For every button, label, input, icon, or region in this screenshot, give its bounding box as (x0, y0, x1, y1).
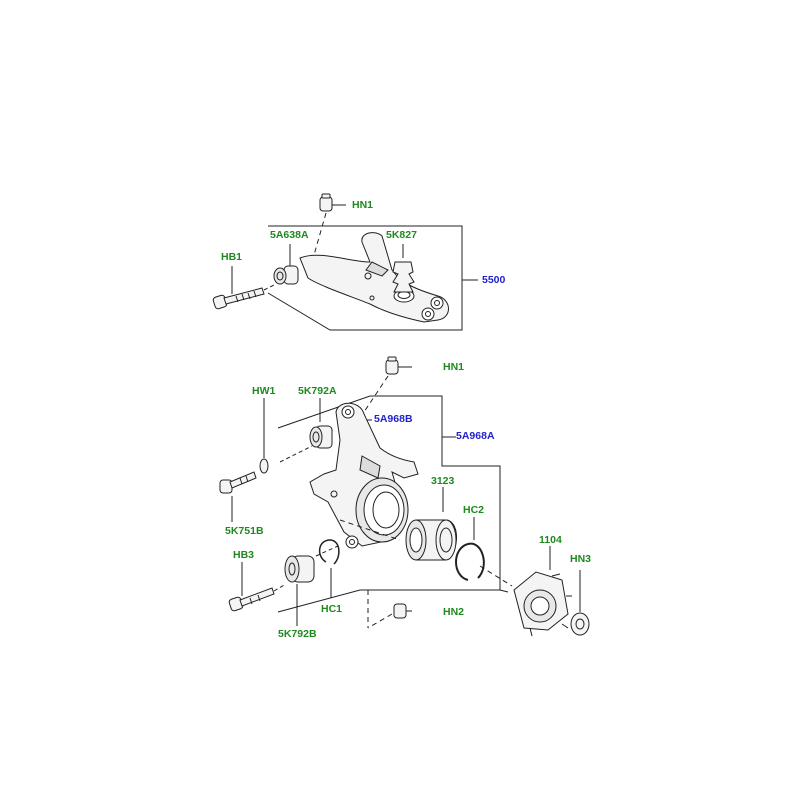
circlip-hc1 (315, 539, 340, 598)
upper-bolt-hb1 (212, 266, 277, 310)
label-hb1: HB1 (221, 251, 243, 263)
upper-arm-assembly (212, 193, 478, 331)
bump-stop-5k827 (392, 244, 415, 293)
lower-nut-hn2 (367, 590, 412, 629)
wheel-bearing-3123 (405, 487, 457, 561)
label-hc1: HC1 (321, 603, 343, 615)
circlip-hc2 (455, 517, 485, 581)
hub-nut-hn3 (570, 570, 590, 636)
label-5k827: 5K827 (386, 229, 417, 241)
knuckle-hub-assembly (219, 356, 590, 637)
label-5a968a: 5A968A (456, 430, 495, 442)
label-5k751b: 5K751B (225, 525, 264, 537)
label-5k792a: 5K792A (298, 385, 337, 397)
label-hn1-lower: HN1 (443, 361, 465, 373)
knuckle-part (309, 402, 419, 549)
bolt-5k751b (219, 471, 257, 522)
label-hn3: HN3 (570, 553, 592, 565)
label-3123: 3123 (431, 475, 455, 487)
axle-centerline (339, 519, 401, 541)
label-5a638a: 5A638A (270, 229, 309, 241)
bushing-5k792b (284, 555, 315, 626)
upper-bushing-5a638a (273, 244, 299, 285)
upper-nut-hn1 (311, 193, 346, 263)
label-hw1: HW1 (252, 385, 276, 397)
label-5500: 5500 (482, 274, 506, 286)
label-hb3: HB3 (233, 549, 255, 561)
hub-axis-line (479, 565, 513, 587)
upper-assembly-frame (267, 225, 463, 331)
label-hn2: HN2 (443, 606, 465, 618)
label-hc2: HC2 (463, 504, 485, 516)
washer-hw1 (259, 398, 269, 474)
control-arm-part (299, 232, 449, 323)
bolt-hb3 (228, 562, 287, 612)
label-hn1-upper: HN1 (352, 199, 374, 211)
knuckle-frame-5a968a (277, 395, 501, 613)
label-5a968b: 5A968B (374, 413, 413, 425)
label-1104: 1104 (539, 534, 562, 546)
label-5k792b: 5K792B (278, 628, 317, 640)
wheel-hub-1104 (499, 546, 572, 637)
bushing-5k792a (279, 398, 333, 463)
